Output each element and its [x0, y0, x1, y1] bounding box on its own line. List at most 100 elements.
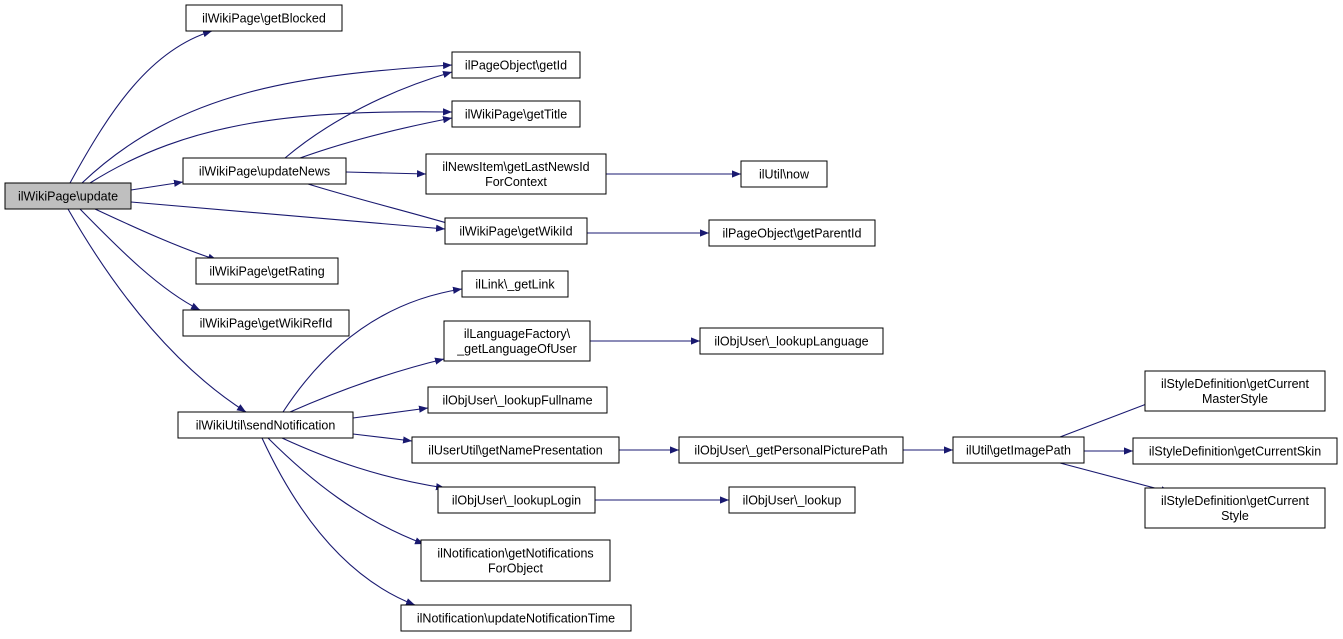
- node-label: ilNotification\getNotifications: [437, 547, 593, 561]
- node-label: MasterStyle: [1202, 392, 1268, 406]
- edge-update-to-sendNotification: [67, 208, 247, 413]
- node-box: [195, 257, 339, 285]
- edge-update-to-getWikiId: [130, 201, 446, 232]
- node-label: ilLink\_getLink: [475, 278, 555, 292]
- node-box: [437, 486, 596, 514]
- node-label: ilUtil\getImagePath: [966, 444, 1071, 458]
- node-label: ilStyleDefinition\getCurrentSkin: [1149, 445, 1321, 459]
- node-updateNotificationTime[interactable]: ilNotification\updateNotificationTime: [400, 604, 632, 632]
- edge-update-to-getWikiRefId: [79, 208, 201, 311]
- edge-updateNews-to-getId: [284, 71, 453, 159]
- node-box: [182, 157, 347, 185]
- node-getImagePath[interactable]: ilUtil\getImagePath: [952, 436, 1085, 464]
- node-label: ilNotification\updateNotificationTime: [417, 612, 615, 626]
- edge-sendNotification-to-lookupLogin: [281, 437, 446, 491]
- node-label: Style: [1221, 509, 1249, 523]
- node-now[interactable]: ilUtil\now: [740, 160, 828, 188]
- node-label: ilWikiPage\getWikiRefId: [200, 317, 333, 331]
- node-label: ilWikiPage\getBlocked: [202, 12, 326, 26]
- node-label: _getLanguageOfUser: [456, 342, 577, 356]
- node-label: ilWikiPage\update: [18, 190, 118, 204]
- node-box: [411, 436, 620, 464]
- node-getTitle[interactable]: ilWikiPage\getTitle: [451, 100, 581, 128]
- node-box: [400, 604, 632, 632]
- node-box: [740, 160, 828, 188]
- node-label: ilWikiPage\getTitle: [465, 108, 567, 122]
- node-label: ilNewsItem\getLastNewsId: [442, 160, 589, 174]
- edge-sendNotification-to-lookupFullname: [352, 405, 429, 419]
- node-lookupLogin[interactable]: ilObjUser\_lookupLogin: [437, 486, 596, 514]
- node-box: [451, 100, 581, 128]
- node-getRating[interactable]: ilWikiPage\getRating: [195, 257, 339, 285]
- node-getBlocked[interactable]: ilWikiPage\getBlocked: [185, 4, 343, 32]
- node-label: ilWikiUtil\sendNotification: [196, 419, 336, 433]
- edge-sendNotification-to-getLink: [282, 286, 463, 413]
- node-label: ilStyleDefinition\getCurrent: [1161, 494, 1310, 508]
- node-label: ilStyleDefinition\getCurrent: [1161, 377, 1310, 391]
- edge-update-to-getRating: [94, 208, 218, 261]
- edge-layer: [67, 30, 1171, 606]
- node-box: [708, 219, 876, 247]
- node-box: [177, 411, 354, 439]
- node-label: ilObjUser\_lookupLanguage: [714, 335, 868, 349]
- node-getCurrentSkin[interactable]: ilStyleDefinition\getCurrentSkin: [1132, 437, 1338, 465]
- node-lookup[interactable]: ilObjUser\_lookup: [728, 486, 856, 514]
- node-box: [444, 217, 588, 245]
- node-box: [451, 51, 581, 79]
- node-update[interactable]: ilWikiPage\update: [4, 182, 132, 210]
- edge-updateNews-to-getLastNewsId: [345, 170, 427, 178]
- node-box: [728, 486, 856, 514]
- node-box: [443, 320, 591, 362]
- node-label: ilObjUser\_lookupFullname: [442, 394, 592, 408]
- node-box: [427, 386, 608, 414]
- node-box: [1132, 437, 1338, 465]
- node-getWikiId[interactable]: ilWikiPage\getWikiId: [444, 217, 588, 245]
- node-box: [461, 270, 569, 298]
- node-getId[interactable]: ilPageObject\getId: [451, 51, 581, 79]
- edge-sendNotification-to-updateNotificationTime: [261, 437, 416, 606]
- edge-update-to-updateNews: [130, 179, 184, 191]
- node-box: [1144, 370, 1326, 412]
- node-label: ilObjUser\_lookup: [743, 494, 842, 508]
- edge-updateNews-to-getWikiId: [307, 183, 458, 227]
- node-box: [185, 4, 343, 32]
- node-box: [420, 539, 611, 582]
- node-lookupFullname[interactable]: ilObjUser\_lookupFullname: [427, 386, 608, 414]
- node-label: ilWikiPage\updateNews: [199, 165, 330, 179]
- edge-update-to-getId: [81, 61, 453, 184]
- node-getPersonalPicturePath[interactable]: ilObjUser\_getPersonalPicturePath: [678, 436, 904, 464]
- node-box: [1144, 487, 1326, 529]
- node-label: ilPageObject\getParentId: [723, 227, 862, 241]
- edge-update-to-getBlocked: [69, 30, 213, 184]
- node-updateNews[interactable]: ilWikiPage\updateNews: [182, 157, 347, 185]
- node-getParentId[interactable]: ilPageObject\getParentId: [708, 219, 876, 247]
- edge-update-to-getTitle: [89, 108, 453, 184]
- node-lookupLanguage[interactable]: ilObjUser\_lookupLanguage: [699, 327, 884, 355]
- node-label: ilWikiPage\getRating: [209, 265, 324, 279]
- node-box: [952, 436, 1085, 464]
- edge-sendNotification-to-getNotificationsForObject: [267, 437, 425, 545]
- edge-updateNews-to-getTitle: [299, 116, 453, 159]
- edge-getImagePath-to-getCurrentStyle: [1059, 462, 1171, 494]
- node-getNamePresentation[interactable]: ilUserUtil\getNamePresentation: [411, 436, 620, 464]
- node-label: ilWikiPage\getWikiId: [459, 225, 572, 239]
- node-label: ilPageObject\getId: [465, 59, 567, 73]
- node-getLanguageOfUser[interactable]: ilLanguageFactory\_getLanguageOfUser: [443, 320, 591, 362]
- edge-sendNotification-to-getLanguageOfUser: [289, 357, 445, 413]
- node-label: ilUtil\now: [759, 168, 810, 182]
- node-box: [678, 436, 904, 464]
- node-label: ForObject: [488, 562, 543, 576]
- node-sendNotification[interactable]: ilWikiUtil\sendNotification: [177, 411, 354, 439]
- node-getLink[interactable]: ilLink\_getLink: [461, 270, 569, 298]
- node-box: [182, 309, 350, 337]
- node-label: ilUserUtil\getNamePresentation: [428, 444, 602, 458]
- node-box: [425, 153, 607, 195]
- edge-sendNotification-to-getNamePresentation: [352, 433, 413, 444]
- node-label: ilLanguageFactory\: [464, 327, 571, 341]
- node-getWikiRefId[interactable]: ilWikiPage\getWikiRefId: [182, 309, 350, 337]
